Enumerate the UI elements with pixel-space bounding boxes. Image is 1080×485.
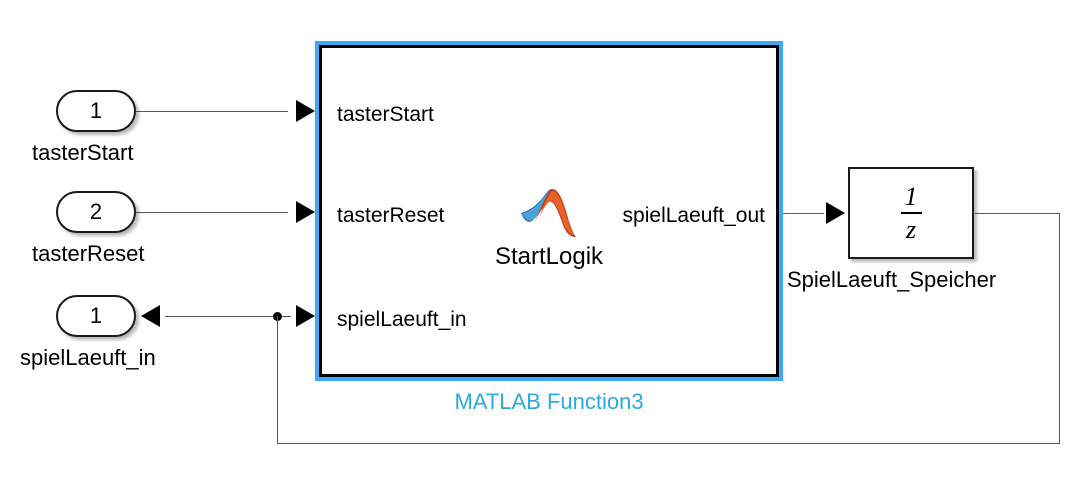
wire-delay-output[interactable]: [975, 213, 1060, 214]
inport-block-1[interactable]: 1: [56, 90, 136, 132]
matlab-function-block[interactable]: tasterStart tasterReset spielLaeuft_in s…: [315, 41, 783, 381]
matlab-function-sublabel: MATLAB Function3: [454, 389, 644, 414]
outport-block-1[interactable]: 1: [56, 295, 136, 337]
fraction-bar-icon: [900, 212, 922, 214]
wire-feedback-right-up[interactable]: [1059, 213, 1060, 444]
block-input-name-spiellaeuft-in: spielLaeuft_in: [337, 308, 467, 331]
inport-block-2[interactable]: 2: [56, 191, 136, 233]
inport-number-1: 1: [89, 98, 103, 123]
arrow-delay-input: [826, 202, 845, 224]
wire-spiellaeuft-out[interactable]: [782, 213, 824, 214]
unit-delay-label: SpielLaeuft_Speicher: [787, 267, 997, 292]
inport-label-1: tasterStart: [32, 140, 134, 165]
block-output-name-spiellaeuft-out: spielLaeuft_out: [622, 204, 765, 227]
unit-delay-denominator: z: [905, 215, 917, 244]
block-input-name-tasterreset: tasterReset: [337, 204, 445, 227]
unit-delay-fraction: 1 z: [900, 181, 922, 244]
arrow-spiellaeuft-in-block: [296, 305, 315, 327]
arrow-outport-spiellaeuft-in: [141, 305, 160, 327]
wire-taster-reset[interactable]: [136, 212, 288, 213]
block-input-name-tasterstart: tasterStart: [337, 103, 434, 126]
outport-label-1: spielLaeuft_in: [20, 345, 156, 370]
wire-feedback-bottom[interactable]: [277, 443, 1060, 444]
arrow-taster-reset: [296, 201, 315, 223]
unit-delay-numerator: 1: [904, 181, 918, 211]
matlab-function-block-body: [319, 45, 779, 377]
inport-label-2: tasterReset: [32, 241, 145, 266]
wire-feedback-to-outport[interactable]: [165, 316, 280, 317]
wire-feedback-to-block-input[interactable]: [277, 316, 291, 317]
arrow-taster-start: [296, 100, 315, 122]
inport-number-2: 2: [89, 199, 103, 224]
matlab-membrane-logo: [518, 184, 580, 242]
wire-feedback-down[interactable]: [277, 316, 278, 443]
unit-delay-block[interactable]: 1 z: [848, 167, 974, 259]
block-title-startlogik: StartLogik: [494, 243, 604, 270]
outport-number-1: 1: [89, 303, 103, 328]
wire-taster-start[interactable]: [136, 111, 288, 112]
